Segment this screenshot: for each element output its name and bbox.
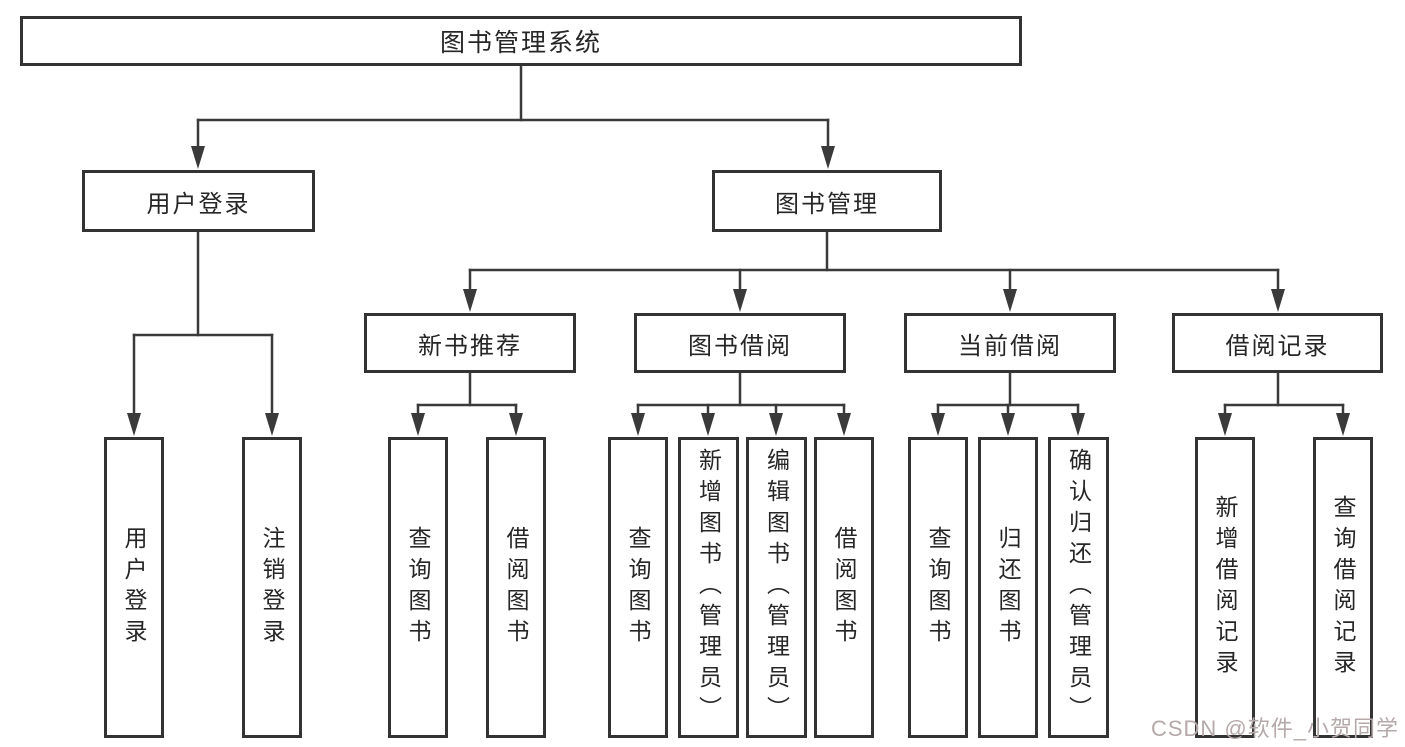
leaf-logout-label: 注销登录 bbox=[259, 525, 285, 650]
leaf-borrow-edit-book-label: 编辑图书（管理员） bbox=[763, 448, 790, 727]
node-current-borrow: 当前借阅 bbox=[904, 313, 1116, 373]
leaf-borrow-add-book: 新增图书（管理员） bbox=[678, 437, 739, 738]
node-root: 图书管理系统 bbox=[20, 16, 1022, 66]
leaf-user-login-label: 用户登录 bbox=[121, 525, 147, 650]
leaf-current-return-label: 归还图书 bbox=[995, 525, 1021, 650]
arrowheads bbox=[127, 146, 1350, 436]
csdn-watermark: CSDN @软件_小贺同学 bbox=[1150, 716, 1399, 741]
leaf-newbook-borrow-label: 借阅图书 bbox=[503, 525, 529, 650]
leaf-borrow-query: 查询图书 bbox=[608, 437, 668, 738]
leaf-borrow-query-label: 查询图书 bbox=[625, 525, 651, 650]
leaf-current-confirm-return: 确认归还（管理员） bbox=[1048, 437, 1109, 738]
leaf-newbook-query-label: 查询图书 bbox=[405, 525, 431, 650]
leaf-current-confirm-return-label: 确认归还（管理员） bbox=[1065, 448, 1092, 727]
leaf-current-return: 归还图书 bbox=[978, 437, 1038, 738]
leaf-logout: 注销登录 bbox=[242, 437, 302, 738]
node-new-book-recommend: 新书推荐 bbox=[364, 313, 576, 373]
leaf-record-add: 新增借阅记录 bbox=[1195, 437, 1255, 738]
leaf-borrow-edit-book: 编辑图书（管理员） bbox=[746, 437, 807, 738]
node-user-login: 用户登录 bbox=[82, 170, 315, 232]
leaf-newbook-query: 查询图书 bbox=[388, 437, 448, 738]
node-book-borrow: 图书借阅 bbox=[634, 313, 846, 373]
node-book-management: 图书管理 bbox=[712, 170, 942, 232]
node-borrow-records: 借阅记录 bbox=[1172, 313, 1383, 373]
leaf-borrow-borrow-book: 借阅图书 bbox=[814, 437, 874, 738]
leaf-record-add-label: 新增借阅记录 bbox=[1212, 494, 1238, 681]
leaf-user-login: 用户登录 bbox=[104, 437, 164, 738]
leaf-record-query-label: 查询借阅记录 bbox=[1330, 494, 1356, 681]
leaf-borrow-borrow-book-label: 借阅图书 bbox=[831, 525, 857, 650]
leaf-newbook-borrow: 借阅图书 bbox=[486, 437, 546, 738]
leaf-record-query: 查询借阅记录 bbox=[1313, 437, 1373, 738]
leaf-borrow-add-book-label: 新增图书（管理员） bbox=[695, 448, 722, 727]
leaf-current-query-label: 查询图书 bbox=[925, 525, 951, 650]
leaf-current-query: 查询图书 bbox=[908, 437, 968, 738]
